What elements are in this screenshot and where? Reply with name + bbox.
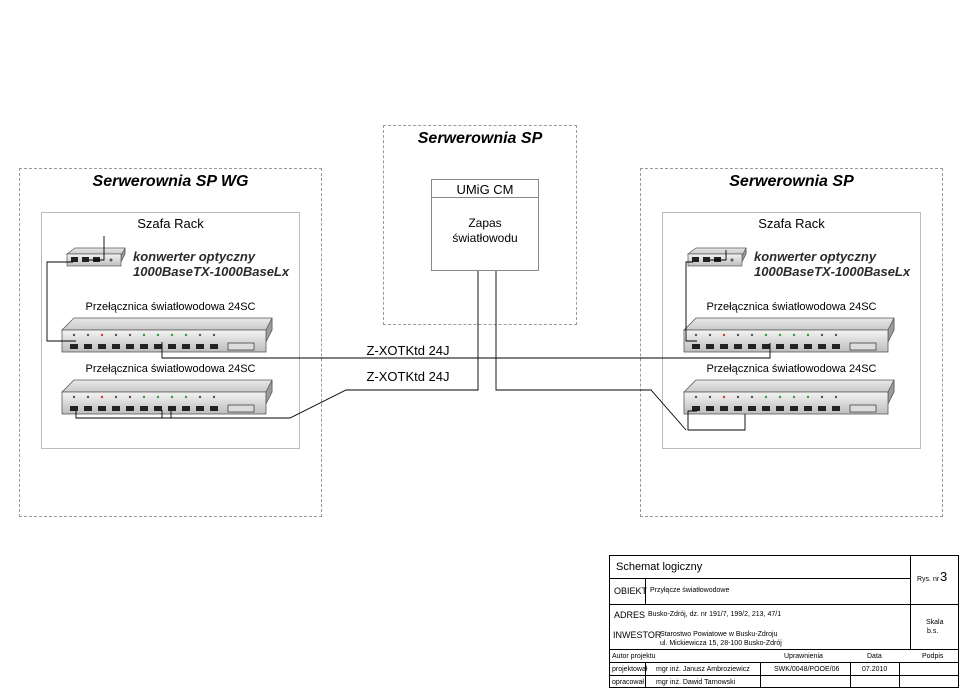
fiber-cable-lower-right bbox=[495, 271, 687, 431]
tb-adres-key: ADRES bbox=[614, 610, 646, 620]
tb-divider bbox=[850, 662, 851, 688]
fiber-cable-upper bbox=[161, 342, 771, 359]
umig-box bbox=[431, 179, 539, 271]
tb-obiekt-key: OBIEKT bbox=[614, 586, 648, 596]
fiber-cable-lower-left bbox=[161, 271, 479, 419]
tb-col-autor: Autor projektu bbox=[612, 653, 656, 660]
right-switch1-label: Przełącznica światłowodowa 24SC bbox=[706, 301, 877, 313]
right-switch2-label: Przełącznica światłowodowa 24SC bbox=[706, 363, 877, 375]
tb-rys-number: 3 bbox=[940, 569, 948, 584]
tb-divider bbox=[609, 662, 959, 663]
left-converter-cord bbox=[89, 236, 105, 261]
cable-upper-label: Z-XOTKtd 24J bbox=[366, 343, 450, 358]
left-patch-cord-upper bbox=[46, 261, 76, 342]
right-converter-text-line1: konwerter optyczny bbox=[754, 249, 877, 264]
tb-row1-data: 07.2010 bbox=[862, 666, 888, 673]
right-room-frame bbox=[640, 168, 943, 517]
right-converter-text-line2: 1000BaseTX-1000BaseLx bbox=[754, 264, 911, 279]
right-switch2-icon bbox=[683, 379, 895, 415]
left-converter-text-line1: konwerter optyczny bbox=[133, 249, 256, 264]
tb-divider bbox=[910, 555, 911, 649]
right-converter-icon bbox=[687, 247, 747, 267]
left-switch2-label: Przełącznica światłowodowa 24SC bbox=[85, 363, 256, 375]
tb-divider bbox=[760, 662, 761, 688]
right-patch-cord-lower bbox=[687, 410, 746, 431]
tb-row2-role: opracował bbox=[612, 679, 644, 686]
left-switch1-label: Przełącznica światłowodowa 24SC bbox=[85, 301, 256, 313]
left-room-frame bbox=[19, 168, 322, 517]
left-converter-icon bbox=[66, 247, 126, 267]
right-patch-cord-upper bbox=[685, 261, 697, 342]
left-rack-frame bbox=[41, 212, 300, 449]
umig-box-text-line1: Zapas bbox=[468, 216, 502, 230]
tb-divider bbox=[645, 578, 646, 604]
left-converter-text-line2: 1000BaseTX-1000BaseLx bbox=[133, 264, 290, 279]
tb-row1-uprawnienia: SWK/0048/POOE/06 bbox=[774, 666, 840, 673]
center-room-frame bbox=[383, 125, 577, 325]
right-room-title: Serwerownia SP bbox=[729, 173, 854, 190]
tb-row1-name: mgr inż. Janusz Ambroziewicz bbox=[656, 666, 750, 673]
tb-rys-label: Rys. nr bbox=[917, 576, 940, 583]
right-converter-cord bbox=[710, 250, 727, 261]
left-room-title: Serwerownia SP WG bbox=[92, 173, 249, 190]
tb-obiekt-value: Przyłącze światłowodowe bbox=[650, 587, 730, 594]
umig-box-text-line2: światłowodu bbox=[452, 231, 518, 245]
tb-divider bbox=[645, 662, 646, 688]
tb-skala-value: b.s. bbox=[927, 628, 939, 635]
tb-divider bbox=[899, 662, 900, 688]
tb-inwestor-line1: Starostwo Powiatowe w Busku-Zdroju bbox=[660, 631, 778, 638]
tb-inwestor-key: INWESTOR bbox=[613, 630, 662, 640]
left-rack-label: Szafa Rack bbox=[137, 216, 204, 231]
center-room-title: Serwerownia SP bbox=[417, 130, 543, 147]
tb-row2-name: mgr inż. Dawid Tarnowski bbox=[656, 679, 736, 686]
tb-divider bbox=[609, 675, 959, 676]
tb-divider bbox=[609, 578, 910, 579]
tb-col-uprawnienia: Uprawnienia bbox=[784, 653, 823, 660]
cable-lower-label: Z-XOTKtd 24J bbox=[366, 369, 450, 384]
tb-adres-value: Busko-Zdrój, dz. nr 191/7, 199/2, 213, 4… bbox=[648, 611, 782, 618]
umig-box-header-divider bbox=[431, 197, 539, 198]
tb-divider bbox=[609, 604, 959, 605]
tb-col-podpis: Podpis bbox=[922, 653, 944, 660]
right-rack-frame bbox=[662, 212, 921, 449]
right-rack-label: Szafa Rack bbox=[758, 216, 825, 231]
umig-box-title: UMiG CM bbox=[456, 182, 514, 197]
left-switch1-icon bbox=[61, 317, 273, 353]
right-switch1-icon bbox=[683, 317, 895, 353]
left-switch2-icon bbox=[61, 379, 273, 415]
tb-row1-role: projektował bbox=[612, 666, 648, 673]
tb-skala-label: Skala bbox=[926, 619, 944, 626]
tb-heading: Schemat logiczny bbox=[616, 561, 703, 573]
tb-inwestor-line2: ul. Mickiewicza 15, 28-100 Busko-Zdrój bbox=[660, 640, 782, 647]
tb-divider bbox=[609, 649, 959, 650]
left-patch-cord-lower bbox=[75, 411, 172, 419]
tb-col-data: Data bbox=[867, 653, 882, 660]
